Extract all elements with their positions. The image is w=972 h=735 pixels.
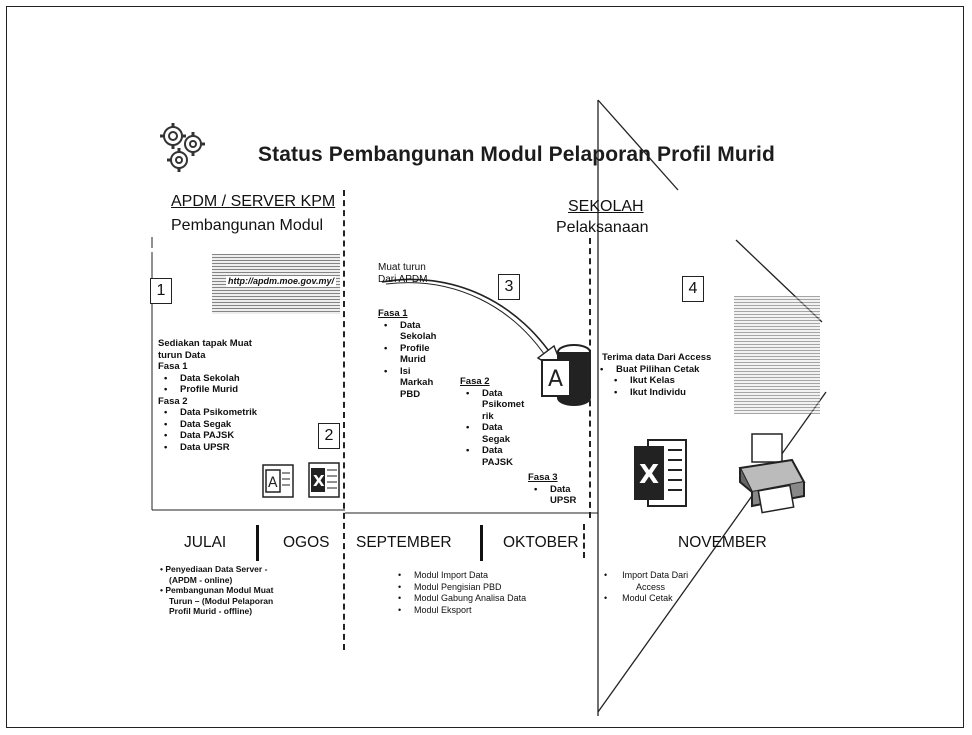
step-2-box: 2 [318,423,340,449]
access-large-icon: A [541,344,591,406]
list-item-continued: (APDM - online) [169,574,233,585]
month-separator [256,525,259,561]
month-separator-dashed [583,524,585,558]
url-text: http://apdm.moe.gov.my/ [226,276,337,287]
list-item: Modul Eksport [392,605,526,617]
excel-icon: X [308,462,340,498]
right-header-title: SEKOLAH [568,198,644,215]
box3-heading: Muat turun Dari APDM [378,262,427,286]
svg-text:A: A [548,367,563,392]
box3-heading-line1: Muat turun [378,262,426,273]
col2-tasks: Modul Import Data Modul Pengisian PBD Mo… [392,570,526,616]
list-item: Data Sekolah [158,373,257,385]
month-september: SEPTEMBER [356,534,452,551]
box1-heading-line1: Sediakan tapak Muat [158,338,252,349]
list-item: Buat Pilihan Cetak [594,364,711,376]
box4-content: Terima data Dari Access Buat Pilihan Cet… [600,352,712,399]
gears-icon [160,123,205,172]
box4-heading: Terima data Dari Access [602,352,712,363]
divider-left [343,190,345,650]
box3-fasa2-label: Fasa 2 [460,376,490,387]
list-item: • Import Data Dari [604,570,689,580]
box1-content: Sediakan tapak Muat turun Data Fasa 1 Da… [158,338,257,453]
access-icon: A [262,464,294,498]
page-title: Status Pembangunan Modul Pelaporan Profi… [258,143,775,166]
list-item: • Pembangunan Modul Muat [160,585,274,595]
list-item: Modul Pengisian PBD [392,582,526,594]
list-item: Ikut Individu [608,387,711,399]
list-item-continued: Access [636,581,666,592]
list-item: Data UPSR [158,442,257,454]
website-screenshot: http://apdm.moe.gov.my/ [212,254,340,314]
box3-fasa1-label: Fasa 1 [378,308,408,319]
right-header-subtitle: Pelaksanaan [556,219,649,236]
slide-frame [6,6,964,728]
step-1-box: 1 [150,278,172,304]
month-julai: JULAI [184,534,227,551]
list-item: Profile Murid [158,384,257,396]
left-header-subtitle: Pembangunan Modul [171,217,324,234]
list-item: Data PAJSK [158,430,257,442]
step-3-box: 3 [498,274,520,300]
svg-text:X: X [313,472,325,490]
box1-fasa1-label: Fasa 1 [158,361,188,372]
step-4-box: 4 [682,276,704,302]
printer-icon [738,433,806,514]
month-separator [480,525,483,561]
left-header-title: APDM / SERVER KPM [171,193,336,210]
list-item: • Modul Cetak [604,593,673,603]
list-item: • Penyediaan Data Server - [160,564,268,574]
month-ogos: OGOS [283,534,330,551]
list-item: Data Psikometrik [158,407,257,419]
excel-large-icon: X [634,439,687,507]
month-oktober: OKTOBER [503,534,579,551]
col1-tasks: • Penyediaan Data Server - (APDM - onlin… [160,564,273,617]
list-item: Modul Gabung Analisa Data [392,593,526,605]
list-item-continued: Turun – (Modul Pelaporan [169,595,274,606]
list-item: Modul Import Data [392,570,526,582]
box1-heading-line2: turun Data [158,349,206,361]
report-document-image [734,296,820,414]
box3-heading-line2: Dari APDM [378,274,428,285]
list-item: Data Segak [158,419,257,431]
list-item: Ikut Kelas [608,375,711,387]
month-november: NOVEMBER [678,534,767,551]
box3-fasa3-label: Fasa 3 [528,472,558,483]
col3-tasks: • Import Data Dari Access • Modul Cetak [604,570,688,605]
svg-text:A: A [268,475,278,491]
list-item-continued: Profil Murid - offline) [169,606,253,616]
box1-fasa2-label: Fasa 2 [158,395,188,407]
svg-text:X: X [639,460,659,490]
